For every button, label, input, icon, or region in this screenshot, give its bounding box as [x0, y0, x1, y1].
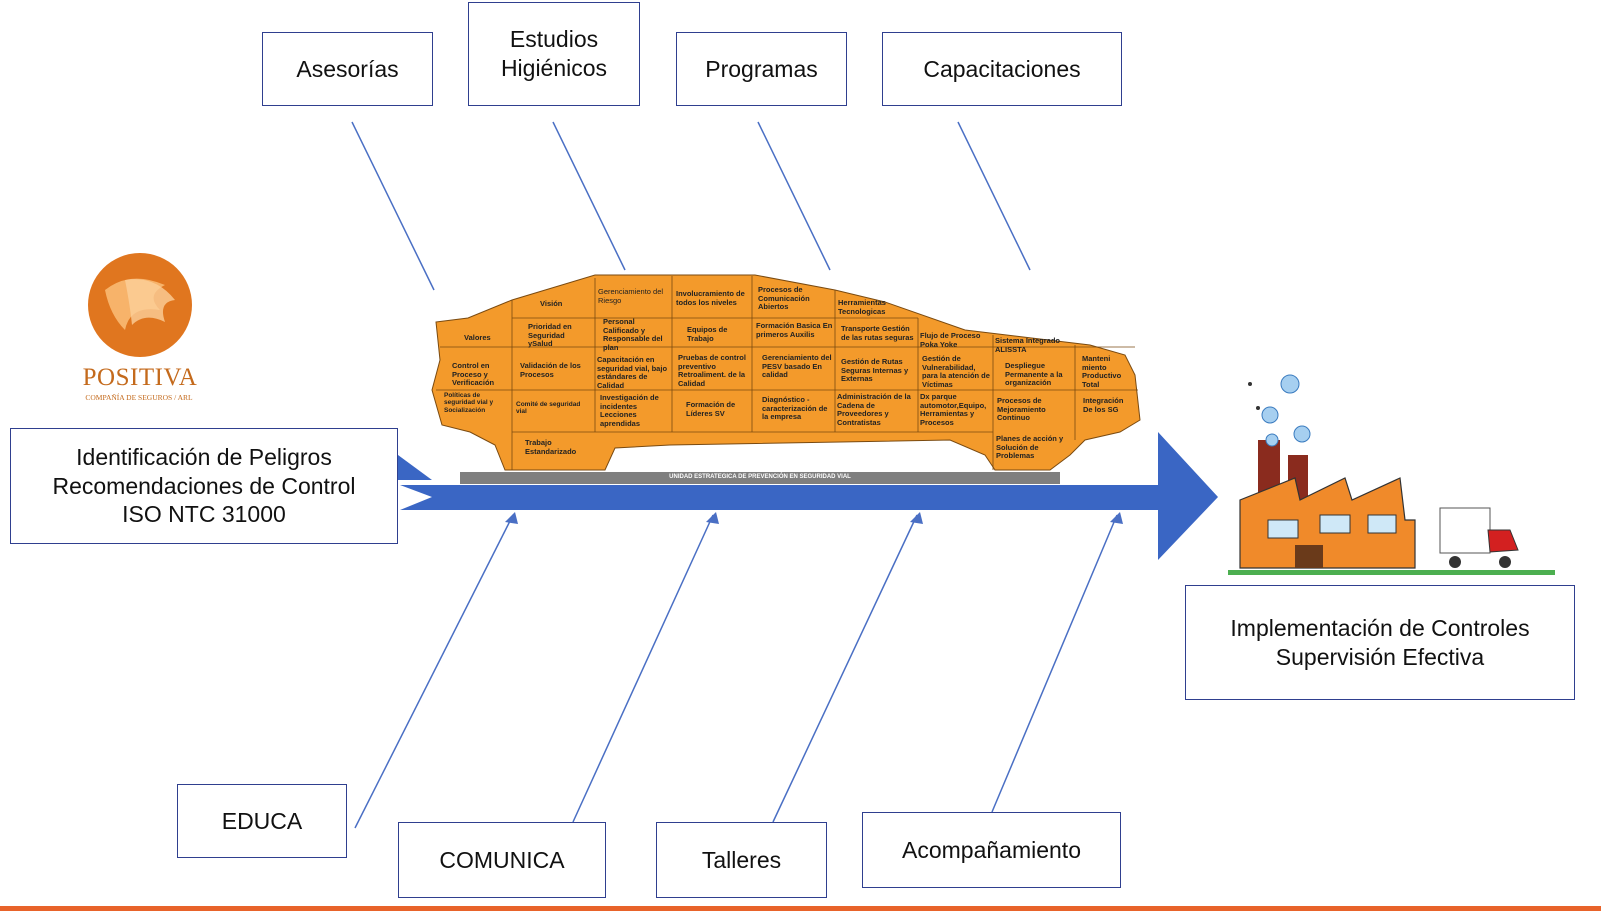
- car-cell-sistema: Sistema Integrado ALISSTA: [995, 337, 1061, 354]
- logo-subtitle: COMPAÑÍA DE SEGUROS / ARL: [85, 393, 193, 402]
- car-cell-flujo: Flujo de Proceso Poka Yoke: [920, 332, 981, 349]
- estudios-higienicos-box: Estudios Higiénicos: [468, 2, 640, 106]
- branch-line-asesorias: [351, 121, 435, 291]
- car-cell-personal: Personal Calificado y Responsable del pl…: [603, 318, 663, 352]
- comunica-box: COMUNICA: [398, 822, 606, 898]
- arrowhead-educa: [505, 512, 518, 524]
- estudios-label-line2: Higiénicos: [500, 55, 608, 81]
- acompanamiento-label: Acompañamiento: [902, 836, 1081, 863]
- car-cell-administracion: Administración de la Cadena de Proveedor…: [837, 393, 911, 427]
- capacitaciones-box: Capacitaciones: [882, 32, 1122, 106]
- car-cell-trabajo: Trabajo Estandarizado: [525, 439, 577, 456]
- branch-line-capacitaciones: [957, 121, 1031, 271]
- car-cell-control: Control en Proceso y Verificación: [452, 362, 495, 388]
- implementacion-line2: Supervisión Efectiva: [1275, 643, 1485, 670]
- talleres-box: Talleres: [656, 822, 827, 898]
- identificacion-line2: Recomendaciones de Control: [52, 472, 356, 499]
- branch-line-educa: [354, 514, 514, 829]
- programas-box: Programas: [676, 32, 847, 106]
- car-cell-gerenciamiento-pesv: Gerenciamiento del PESV basado En calida…: [762, 354, 832, 380]
- car-cell-transporte: Transporte Gestión de las rutas seguras: [841, 325, 914, 342]
- car-cell-mejoramiento: Procesos de Mejoramiento Continuo: [997, 397, 1046, 423]
- arrowhead-comunica: [706, 512, 719, 524]
- car-cell-integracion: Integración De los SG: [1083, 397, 1124, 414]
- car-cell-equipos: Equipos de Trabajo: [687, 326, 728, 343]
- educa-label: EDUCA: [221, 807, 303, 834]
- car-cell-gestion-rutas: Gestión de Rutas Seguras Internas y Exte…: [841, 358, 909, 384]
- car-cell-investigacion: Investigación de incidentes Lecciones ap…: [600, 394, 659, 428]
- arrowhead-talleres: [910, 512, 923, 524]
- identificacion-line1: Identificación de Peligros: [76, 443, 332, 470]
- car-cell-comite: Comité de seguridad vial: [516, 401, 581, 416]
- car-cell-procesos-comunicacion: Procesos de Comunicación Abiertos: [758, 286, 810, 312]
- positiva-logo-icon: [88, 253, 192, 357]
- bottom-accent-bar: [0, 906, 1601, 911]
- asesorias-box: Asesorías: [262, 32, 433, 106]
- educa-box: EDUCA: [177, 784, 347, 858]
- car-strip-text: UNIDAD ESTRATEGICA DE PREVENCIÓN EN SEGU…: [669, 474, 851, 480]
- car-cell-dx-parque: Dx parque automotor,Equipo, Herramientas…: [920, 393, 987, 427]
- identificacion-box: Identificación de Peligros Recomendacion…: [10, 428, 398, 544]
- car-cell-valores: Valores: [464, 334, 491, 342]
- programas-label: Programas: [705, 55, 818, 82]
- branch-line-estudios: [552, 121, 626, 271]
- logo-name: POSITIVA: [82, 364, 198, 391]
- implementacion-line1: Implementación de Controles: [1230, 614, 1530, 641]
- identificacion-line3: ISO NTC 31000: [122, 501, 286, 528]
- car-cell-planes: Planes de acción y Solución de Problemas: [996, 435, 1064, 461]
- car-cell-vulnerabilidad: Gestión de Vulnerabilidad, para la atenc…: [922, 355, 990, 389]
- talleres-label: Talleres: [701, 846, 782, 873]
- comunica-label: COMUNICA: [439, 846, 565, 873]
- car-strip: [460, 472, 1060, 484]
- branch-line-talleres: [772, 514, 918, 823]
- acompanamiento-box: Acompañamiento: [862, 812, 1121, 888]
- car-cell-prioridad: Prioridad en Seguridad ySalud: [528, 323, 572, 349]
- car-body: [431, 274, 1141, 471]
- branch-line-comunica: [572, 514, 714, 823]
- capacitaciones-label: Capacitaciones: [923, 55, 1081, 82]
- car-cell-diagnostico: Diagnóstico - caracterización de la empr…: [762, 396, 828, 422]
- branch-line-acompanamiento: [991, 514, 1118, 813]
- main-arrow-tail: [398, 455, 432, 480]
- car-grid: [436, 276, 1138, 470]
- car-cell-pruebas: Pruebas de control preventivo Retroalime…: [678, 354, 746, 388]
- branch-line-programas: [757, 121, 831, 271]
- car-cell-politicas: Políticas de seguridad vial y Socializac…: [444, 392, 494, 414]
- car-cell-herramientas: Herramientas Tecnologicas: [838, 299, 886, 316]
- main-arrow: [400, 432, 1218, 560]
- car-cell-validacion: Validación de los Procesos: [520, 362, 581, 379]
- car-cell-capacitacion: Capacitación en seguridad vial, bajo est…: [597, 356, 668, 390]
- car-cell-vision: Visión: [540, 300, 563, 308]
- arrowhead-acompanamiento: [1110, 512, 1123, 524]
- car-cell-mantenimiento: Manteni miento Productivo Total: [1082, 355, 1122, 389]
- estudios-label-line1: Estudios: [509, 26, 599, 53]
- car-cell-despliegue: Despliegue Permanente a la organización: [1005, 362, 1063, 388]
- implementacion-box: Implementación de Controles Supervisión …: [1185, 585, 1575, 700]
- asesorias-label: Asesorías: [296, 55, 399, 82]
- factory-illustration: [1228, 374, 1555, 575]
- car-cell-lideres: Formación de Líderes SV: [686, 401, 736, 418]
- car-cell-formacion-basica: Formación Basica En primeros Auxilis: [756, 322, 833, 339]
- car-cell-gerenciamiento-riesgo: Gerenciamiento del Riesgo: [598, 288, 664, 305]
- car-cell-involucramiento: Involucramiento de todos los niveles: [676, 290, 745, 307]
